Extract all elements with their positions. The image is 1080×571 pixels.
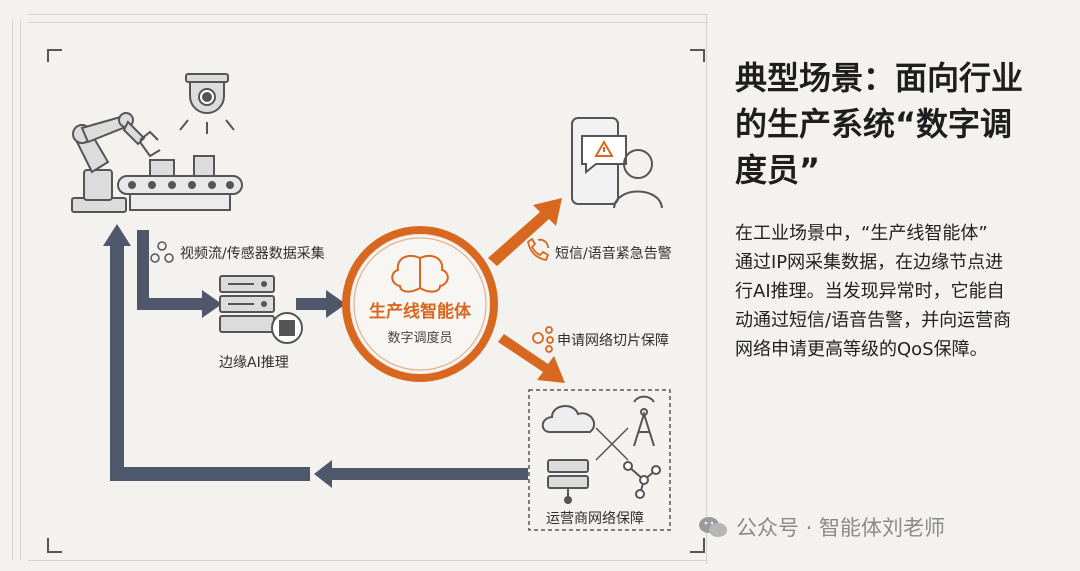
- edge-to-hub-arrow: [296, 290, 346, 318]
- description-panel: 典型场景：面向行业 的生产系统“数字调 度员” 在工业场景中，“生产线智能体” …: [735, 55, 1065, 364]
- panel-description: 在工业场景中，“生产线智能体” 通过IP网采集数据，在边缘节点进 行AI推理。当…: [735, 219, 1065, 364]
- edge-server-icon: [219, 275, 303, 344]
- network-graph-icon: [623, 461, 661, 499]
- watermark: 公众号 · 智能体刘老师: [698, 512, 945, 542]
- frame-right-line: [706, 14, 707, 564]
- edge-label: 边缘AI推理: [219, 355, 289, 371]
- frame-top-line: [28, 14, 708, 15]
- phone-alert-icon: [571, 117, 627, 205]
- phone-call-icon: [527, 237, 550, 262]
- camera-icon: [179, 73, 235, 134]
- panel-description-line: 在工业场景中，“生产线智能体”: [735, 223, 988, 244]
- operator-label: 运营商网络保障: [546, 511, 644, 527]
- panel-title: 典型场景：面向行业 的生产系统“数字调 度员”: [735, 55, 1065, 193]
- collect-label: 视频流/传感器数据采集: [180, 246, 325, 262]
- slice-arrow: [498, 334, 565, 383]
- cloud-icon: [541, 405, 596, 433]
- diagram-graphics: [47, 49, 705, 553]
- workflow-diagram: 视频流/传感器数据采集 边缘AI推理 短信/语音紧急告警 申请网络切片保障 运营…: [47, 49, 705, 553]
- panel-description-line: 网络申请更高等级的QoS保障。: [735, 339, 988, 360]
- panel-title-line: 度员”: [735, 151, 821, 189]
- network-lines: [595, 427, 629, 461]
- operator-box: [528, 389, 671, 531]
- slice-icon: [532, 326, 554, 353]
- frame-bottom-line: [28, 560, 708, 561]
- slice-label: 申请网络切片保障: [557, 333, 669, 349]
- alert-label: 短信/语音紧急告警: [555, 246, 672, 262]
- input-arrow: [137, 230, 222, 318]
- conveyor-icon: [117, 155, 243, 211]
- panel-description-line: 动通过短信/语音告警，并向运营商: [735, 310, 1012, 331]
- wechat-icon: [699, 517, 727, 537]
- brain-icon: [391, 254, 449, 293]
- watermark-text: 公众号 · 智能体刘老师: [736, 516, 946, 540]
- hub-circle: [342, 226, 498, 382]
- operator-server-icon: [547, 459, 589, 504]
- frame-left-line-2: [20, 20, 21, 560]
- panel-title-line: 的生产系统“数字调: [735, 105, 1013, 143]
- frame-top-line-2: [28, 22, 708, 23]
- robot-arm-icon: [71, 112, 161, 213]
- return-arrow: [103, 224, 528, 488]
- tower-icon: [633, 395, 655, 447]
- frame-left-line: [12, 20, 13, 560]
- hub-title: 生产线智能体: [369, 302, 471, 322]
- panel-description-line: 行AI推理。当发现异常时，它能自: [735, 281, 1005, 302]
- corner-brackets: [47, 49, 705, 553]
- panel-title-line: 典型场景：面向行业: [735, 59, 1024, 97]
- hub-subtitle: 数字调度员: [387, 331, 453, 346]
- sensor-nodes-icon: [150, 241, 174, 263]
- person-icon: [613, 149, 663, 209]
- panel-description-line: 通过IP网采集数据，在边缘节点进: [735, 252, 1004, 273]
- alert-arrow: [488, 198, 562, 266]
